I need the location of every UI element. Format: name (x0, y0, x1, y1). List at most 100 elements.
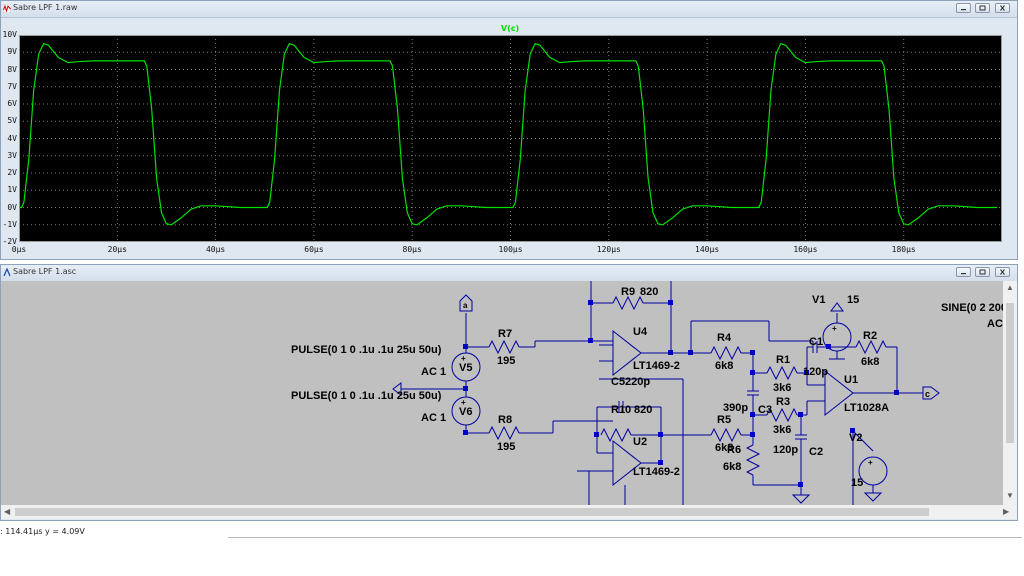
x-tick-label: 20µs (107, 245, 127, 254)
r7-label: R7 (498, 328, 512, 340)
x-tick-label: 120µs (596, 245, 621, 254)
x-tick-label: 160µs (793, 245, 818, 254)
horizontal-scrollbar[interactable]: ◀ ▶ (1, 505, 1017, 519)
close-icon (1000, 5, 1005, 11)
y-tick-label: -1V (2, 219, 17, 229)
restore-button[interactable] (975, 3, 990, 13)
scroll-right-arrow-icon[interactable]: ▶ (1003, 507, 1010, 516)
horizontal-scroll-thumb[interactable] (15, 508, 929, 516)
r2-value: 6k8 (861, 356, 879, 368)
r5-label: R5 (717, 414, 731, 426)
x-tick-label: 140µs (695, 245, 720, 254)
r8-label: R8 (498, 414, 512, 426)
schematic-canvas[interactable]: + + + + (1, 281, 1003, 505)
waveform-window-title: Sabre LPF 1.raw (13, 3, 78, 12)
r3-label: R3 (776, 396, 790, 408)
schematic-close-button[interactable] (995, 267, 1010, 277)
r6-value: 6k8 (723, 461, 741, 473)
r1-value: 3k6 (773, 382, 791, 394)
pulse1-label: PULSE(0 1 0 .1u .1u 25u 50u) (291, 344, 442, 356)
u1-part: LT1028A (844, 402, 889, 414)
status-bar-readout: : 114.41µs y = 4.09V (0, 527, 85, 536)
r10-label: R10 (611, 404, 631, 416)
circuit-diagram: + + + + (291, 281, 1003, 505)
u4-part: LT1469-2 (633, 360, 680, 372)
y-tick-label: 6V (7, 99, 17, 108)
minimize-icon (961, 273, 966, 275)
y-tick-label: 9V (7, 47, 17, 57)
c2-value: 120p (773, 444, 798, 456)
status-divider (228, 537, 1022, 538)
schematic-titlebar[interactable]: Sabre LPF 1.asc (1, 265, 1017, 282)
c3-value: 390p (723, 402, 748, 414)
x-tick-label: 0µs (11, 245, 27, 254)
scroll-left-arrow-icon[interactable]: ◀ (4, 507, 11, 516)
x-tick-label: 100µs (498, 245, 523, 254)
ac-right-label: AC (987, 318, 1003, 330)
u2-part: LT1469-2 (633, 466, 680, 478)
schematic-minimize-button[interactable] (956, 267, 971, 277)
ltspice-waveform-icon (3, 4, 11, 13)
x-tick-label: 80µs (402, 245, 422, 254)
trace-vc-line (19, 42, 998, 226)
c3-label: C3 (758, 404, 772, 416)
vertical-scrollbar[interactable]: ▲ ▼ (1003, 281, 1017, 505)
schematic-restore-button[interactable] (975, 267, 990, 277)
r10-value: 820 (634, 404, 652, 416)
r9-label: R9 (621, 286, 635, 298)
svg-text:+: + (832, 324, 837, 333)
v6-label: V6 (459, 406, 472, 418)
ltspice-schematic-icon (3, 268, 11, 277)
c5-value: 220p (625, 376, 650, 388)
y-tick-label: 0V (7, 202, 17, 212)
r3-value: 3k6 (773, 424, 791, 436)
trace-label[interactable]: V(c) (500, 24, 520, 33)
v5-label: V5 (459, 362, 472, 374)
r5-value: 6k8 (715, 442, 733, 454)
x-tick-label: 60µs (304, 245, 324, 254)
r8-value: 195 (497, 441, 515, 453)
scroll-down-arrow-icon[interactable]: ▼ (1006, 491, 1014, 500)
svg-text:+: + (868, 458, 873, 467)
y-tick-label: 5V (7, 116, 17, 126)
plot-border (19, 35, 1002, 242)
u1-label: U1 (844, 374, 858, 386)
sine-label: SINE(0 2 200 (941, 302, 1003, 314)
plot-pane[interactable] (18, 34, 1003, 243)
y-tick-label: 2V (7, 168, 17, 177)
minimize-button[interactable] (956, 3, 971, 13)
u2-label: U2 (633, 436, 647, 448)
svg-text:+: + (461, 354, 466, 363)
vertical-scroll-thumb[interactable] (1006, 303, 1014, 443)
c1-value: 120p (803, 366, 828, 378)
y-tick-label: 8V (7, 64, 17, 74)
pulse2-label: PULSE(0 1 0 .1u .1u 25u 50u) (291, 390, 442, 402)
close-icon (1000, 269, 1005, 275)
net-a-label: a (463, 301, 468, 310)
ac2-label: AC 1 (421, 412, 446, 424)
schematic-window-title: Sabre LPF 1.asc (13, 267, 77, 276)
r2-label: R2 (863, 330, 877, 342)
v2-label: V2 (849, 432, 862, 444)
y-tick-label: 7V (7, 81, 17, 91)
u4-label: U4 (633, 326, 648, 338)
x-tick-label: 180µs (891, 245, 916, 254)
restore-icon (979, 5, 986, 11)
r6-label: R6 (727, 444, 741, 456)
v1-value: 15 (847, 294, 859, 306)
net-c-label: c (925, 389, 930, 399)
scroll-up-arrow-icon[interactable]: ▲ (1006, 283, 1014, 292)
minimize-icon (961, 9, 966, 11)
y-tick-label: 10V (2, 30, 17, 39)
waveform-titlebar[interactable]: Sabre LPF 1.raw (1, 1, 1017, 18)
x-tick-label: 40µs (205, 245, 226, 254)
restore-icon (979, 269, 986, 275)
waveform-plot (18, 34, 1003, 243)
svg-text:+: + (461, 398, 466, 407)
r7-value: 195 (497, 355, 515, 367)
v1-label: V1 (812, 294, 825, 306)
close-button[interactable] (995, 3, 1010, 13)
r4-value: 6k8 (715, 360, 733, 372)
y-tick-label: -2V (2, 237, 17, 246)
